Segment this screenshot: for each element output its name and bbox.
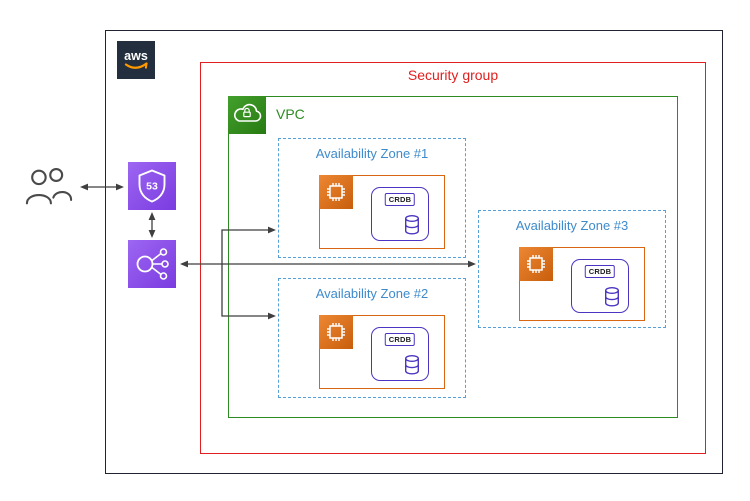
crdb-node-label: CRDB	[584, 265, 616, 278]
aws-cloud-boundary	[105, 30, 723, 474]
availability-zone-2-label: Availability Zone #2	[315, 286, 429, 301]
ec2-instance-icon	[319, 175, 353, 209]
crdb-node-label: CRDB	[384, 193, 416, 206]
availability-zone-3-label: Availability Zone #3	[515, 218, 629, 233]
crdb-node: CRDB	[371, 187, 429, 241]
crdb-node: CRDB	[571, 259, 629, 313]
security-group-label: Security group	[407, 67, 499, 83]
elastic-load-balancer-icon	[128, 240, 176, 288]
database-icon	[404, 355, 420, 375]
availability-zone-1: Availability Zone #1 CRDB	[278, 138, 466, 258]
route53-icon: 53	[128, 162, 176, 210]
shield-53-glyph: 53	[138, 169, 166, 203]
security-group-boundary	[200, 62, 706, 454]
ec2-instance-boundary	[519, 247, 645, 321]
ec2-instance-icon	[319, 315, 353, 349]
chip-glyph	[327, 323, 345, 341]
chip-glyph	[327, 183, 345, 201]
users-icon	[24, 163, 74, 211]
route53-badge-text: 53	[146, 181, 158, 193]
aws-logo-icon: aws	[124, 49, 148, 69]
aws-smile-swoosh	[124, 62, 148, 69]
ec2-instance-icon	[519, 247, 553, 281]
two-users-glyph	[25, 167, 73, 205]
load-balancer-glyph	[136, 248, 169, 280]
ec2-instance-boundary	[319, 315, 445, 389]
vpc-label: VPC	[276, 106, 305, 122]
vpc-icon	[228, 96, 266, 134]
database-icon	[604, 287, 620, 307]
aws-smile-tip	[144, 62, 148, 69]
availability-zone-2: Availability Zone #2 CRDB	[278, 278, 466, 398]
chip-glyph	[527, 255, 545, 273]
aws-logo-text: aws	[124, 49, 148, 63]
aws-logo: aws	[117, 41, 155, 79]
crdb-node: CRDB	[371, 327, 429, 381]
availability-zone-1-label: Availability Zone #1	[315, 146, 429, 161]
database-icon	[404, 215, 420, 235]
ec2-instance-boundary	[319, 175, 445, 249]
crdb-node-label: CRDB	[384, 333, 416, 346]
cloud-lock-glyph	[233, 103, 262, 122]
availability-zone-3: Availability Zone #3 CRDB	[478, 210, 666, 328]
